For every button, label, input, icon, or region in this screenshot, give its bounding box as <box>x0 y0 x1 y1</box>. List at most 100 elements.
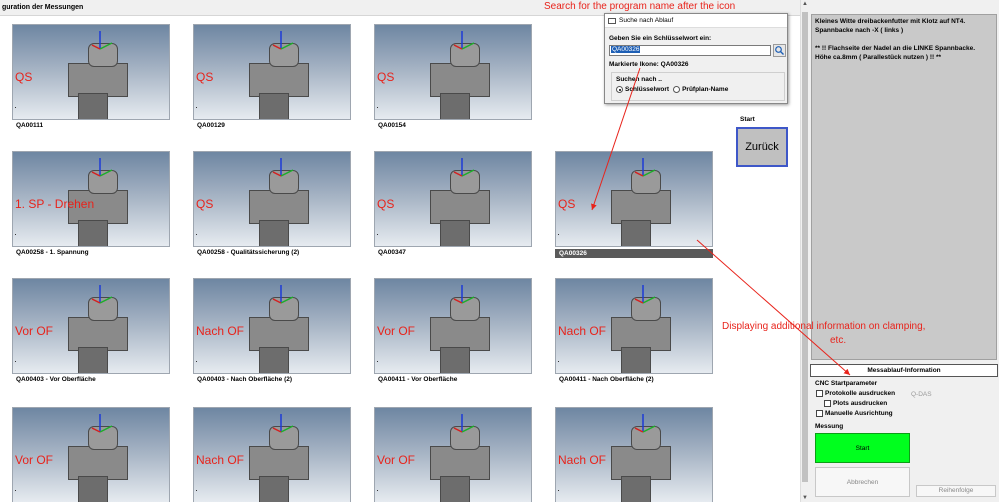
overlay-label: Vor OF <box>377 324 416 338</box>
gallery-scrollbar[interactable]: ▲ ▼ <box>800 0 809 502</box>
search-by-group: Suchen nach .. Schlüsselwort Prüfplan-Na… <box>611 72 785 101</box>
fixture-thumbnail: Vor OF <box>374 407 532 502</box>
measurement-title: Messung <box>815 423 844 430</box>
gallery-item-label: QA00258 - 1. Spannung <box>16 249 89 256</box>
cancel-button[interactable]: Abbrechen <box>815 467 910 497</box>
radio-keyword[interactable]: Schlüsselwort <box>616 86 669 93</box>
dialog-title-bar: Suche nach Ablauf <box>605 14 787 28</box>
overlay-label: QS <box>196 197 214 211</box>
axis-gizmo-icon <box>634 285 656 304</box>
gallery-item-label: QA00411 - Vor Oberfläche <box>378 376 458 383</box>
gallery-item[interactable]: QS QA00111 <box>12 24 172 134</box>
window-title: guration der Messungen <box>2 4 84 11</box>
scrollbar-thumb[interactable] <box>802 12 808 482</box>
cnc-params-title: CNC Startparameter <box>815 380 878 387</box>
checkbox-icon <box>824 400 831 407</box>
fixture-thumbnail: Vor OF <box>12 278 170 374</box>
overlay-label: Nach OF <box>558 324 607 338</box>
gallery-item-label: QA00347 <box>378 249 406 256</box>
fixture-thumbnail: Nach OF <box>193 407 351 502</box>
gallery-item[interactable]: Nach OF <box>555 407 715 502</box>
overlay-label: QS <box>377 197 395 211</box>
overlay-label: Vor OF <box>15 324 54 338</box>
gallery-item[interactable]: Vor OF <box>12 407 172 502</box>
axis-gizmo-icon <box>91 31 113 50</box>
overlay-label: Nach OF <box>558 453 607 467</box>
fixture-thumbnail: QS <box>555 151 713 247</box>
annotation-info-hint-1: Displaying additional information on cla… <box>722 321 926 332</box>
gallery-item[interactable]: Nach OF <box>193 407 353 502</box>
title-bar: guration der Messungen <box>0 0 800 16</box>
back-button[interactable]: Zurück <box>736 127 788 167</box>
manual-alignment-checkbox[interactable]: Manuelle Ausrichtung <box>816 410 893 417</box>
search-input[interactable]: QA00326 <box>609 45 771 56</box>
start-button[interactable]: Start <box>815 433 910 463</box>
gallery-item[interactable]: QS QA00258 - Qualitätssicherung (2) <box>193 151 353 261</box>
axis-gizmo-icon <box>91 285 113 304</box>
fixture-thumbnail: QS <box>374 24 532 120</box>
checkbox-icon <box>816 410 823 417</box>
info-line-2: ** !! Flachseite der Nadel an die LINKE … <box>815 45 976 61</box>
overlay-label: Nach OF <box>196 453 245 467</box>
start-label: Start <box>734 116 790 126</box>
order-button[interactable]: Reihenfolge <box>916 485 996 497</box>
gallery-item-label: QA00411 - Nach Oberfläche (2) <box>559 376 654 383</box>
overlay-label: Nach OF <box>196 324 245 338</box>
print-protocols-checkbox[interactable]: Protokolle ausdrucken <box>816 390 895 397</box>
qdas-label: Q-DAS <box>911 391 932 398</box>
search-button[interactable] <box>773 44 786 57</box>
axis-gizmo-icon <box>91 158 113 177</box>
search-prompt: Geben Sie ein Schlüsselwort ein: <box>609 35 712 42</box>
search-by-label: Suchen nach .. <box>616 76 662 83</box>
radio-plan-name[interactable]: Prüfplan-Name <box>673 86 728 93</box>
axis-gizmo-icon <box>453 414 475 433</box>
gallery-item[interactable]: Nach OF QA00411 - Nach Oberfläche (2) <box>555 278 715 388</box>
axis-gizmo-icon <box>272 285 294 304</box>
axis-gizmo-icon <box>634 158 656 177</box>
info-line-1: Kleines Witte dreibackenfutter mit Klotz… <box>815 18 966 34</box>
search-input-value: QA00326 <box>611 46 641 53</box>
gallery-item[interactable]: Vor OF QA00411 - Vor Oberfläche <box>374 278 534 388</box>
axis-gizmo-icon <box>453 31 475 50</box>
fixture-thumbnail: Vor OF <box>12 407 170 502</box>
axis-gizmo-icon <box>453 158 475 177</box>
dialog-title: Suche nach Ablauf <box>619 17 674 24</box>
gallery-item-label: QA00403 - Nach Oberfläche (2) <box>197 376 293 383</box>
axis-gizmo-icon <box>272 158 294 177</box>
axis-gizmo-icon <box>272 31 294 50</box>
axis-gizmo-icon <box>453 285 475 304</box>
radio-selected-icon <box>616 86 623 93</box>
gallery-item[interactable]: QS QA00347 <box>374 151 534 261</box>
fixture-thumbnail: QS <box>193 24 351 120</box>
fixture-thumbnail: QS <box>374 151 532 247</box>
gallery-item-label: QA00111 <box>16 122 44 129</box>
fixture-thumbnail: Nach OF <box>193 278 351 374</box>
annotation-search-hint: Search for the program name after the ic… <box>544 1 736 12</box>
axis-gizmo-icon <box>272 414 294 433</box>
fixture-thumbnail: 1. SP - Drehen <box>12 151 170 247</box>
gallery-item[interactable]: Nach OF QA00403 - Nach Oberfläche (2) <box>193 278 353 388</box>
gallery-item[interactable]: QS QA00129 <box>193 24 353 134</box>
gallery-item[interactable]: Vor OF <box>374 407 534 502</box>
overlay-label: QS <box>196 70 214 84</box>
print-plots-checkbox[interactable]: Plots ausdrucken <box>824 400 887 407</box>
window-icon <box>608 18 616 24</box>
measurement-info-button[interactable]: Messablauf-Information <box>810 364 998 377</box>
scroll-down-icon[interactable]: ▼ <box>802 495 808 501</box>
scroll-up-icon[interactable]: ▲ <box>802 1 808 7</box>
overlay-label: QS <box>558 197 576 211</box>
overlay-label: 1. SP - Drehen <box>15 197 95 211</box>
info-textbox[interactable]: Kleines Witte dreibackenfutter mit Klotz… <box>811 14 997 360</box>
search-dialog: Suche nach Ablauf Geben Sie ein Schlüsse… <box>604 13 788 104</box>
gallery-item-label: QA00258 - Qualitätssicherung (2) <box>197 249 300 256</box>
overlay-label: QS <box>15 70 33 84</box>
checkbox-icon <box>816 390 823 397</box>
overlay-label: Vor OF <box>377 453 416 467</box>
gallery-item-label: QA00129 <box>197 122 225 129</box>
axis-gizmo-icon <box>634 414 656 433</box>
fixture-thumbnail: QS <box>12 24 170 120</box>
